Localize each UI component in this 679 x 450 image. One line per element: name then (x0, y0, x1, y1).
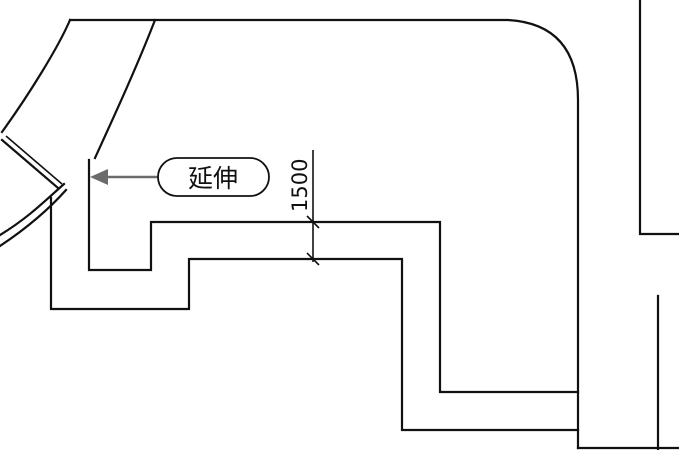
callout-arrow (90, 169, 158, 185)
callout-bubble: 延伸 (157, 157, 270, 197)
callout-label: 延伸 (188, 164, 238, 193)
curved-band (0, 18, 157, 248)
arrow-head-icon (90, 169, 108, 185)
building-outline (68, 18, 679, 450)
outer-extension-path (49, 196, 580, 432)
dimension-annotation: 1500 (288, 150, 320, 266)
right-rooms (638, 0, 679, 450)
dimension-label: 1500 (288, 159, 312, 212)
inner-extension-path (87, 158, 580, 394)
